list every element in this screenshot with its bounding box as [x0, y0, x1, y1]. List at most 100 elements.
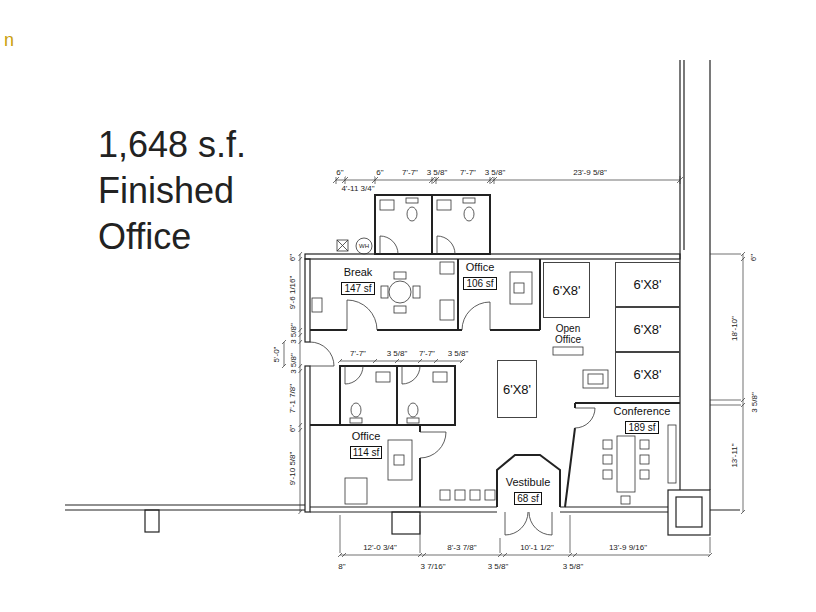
plumbing-fixture [380, 200, 394, 210]
plumbing-fixture [337, 240, 348, 251]
room-name: Conference [614, 405, 671, 417]
plumbing-fixture [407, 207, 417, 221]
dimension-text: 9'-10 5/8" [288, 450, 297, 486]
dimension-text: 4'-11 3/4" [340, 184, 375, 193]
plumbing-fixture [437, 200, 451, 210]
fixture-tag: WH [359, 243, 369, 250]
plumbing-fixture [406, 198, 418, 203]
door-swing [575, 408, 595, 428]
room-tag: Vestibule68 sf [506, 476, 551, 506]
area-name: Open Office [546, 323, 590, 345]
furniture [485, 490, 495, 500]
furniture [588, 374, 603, 384]
furniture [312, 298, 322, 312]
plumbing-fixture [350, 418, 362, 423]
door-swing [347, 300, 377, 330]
exterior-wall [668, 490, 710, 535]
furniture [603, 455, 612, 464]
dimension-text: 10'-1 1/2" [519, 543, 555, 552]
exterior-wall [680, 60, 740, 510]
plan-title: 1,648 s.f. Finished Office [98, 122, 308, 260]
dimension-text: 3 7/16" [419, 562, 446, 571]
workstation-box: 6'X8' [615, 307, 680, 352]
dimension-text: 3 5/8" [288, 322, 297, 345]
furniture [510, 272, 532, 304]
furniture [470, 490, 480, 500]
dimension-line [299, 252, 303, 514]
furniture [621, 496, 630, 504]
room-tag: Office106 sf [463, 261, 496, 291]
interior-wall [340, 366, 455, 425]
door-swing [310, 236, 595, 535]
furniture [514, 283, 524, 293]
dimension-line [741, 252, 745, 514]
furniture [389, 281, 411, 303]
furniture [617, 436, 635, 492]
plumbing-fixture [351, 403, 361, 417]
door-swing [437, 236, 455, 254]
workstation-size: 6'X8' [633, 277, 661, 292]
dimension-text: 8'-3 7/8" [446, 543, 477, 552]
plumbing-fixture [463, 198, 475, 203]
plumbing-fixture [356, 238, 372, 254]
dimension-text: 7'-7" [459, 168, 477, 177]
dimension-line [300, 254, 301, 512]
furniture [394, 306, 406, 313]
furniture [440, 262, 454, 274]
dimension-text: 5'-0" [273, 345, 282, 363]
dimension-text: 9'-6 1/16" [288, 274, 297, 310]
room-area: 114 sf [350, 446, 383, 459]
furniture [640, 455, 649, 464]
dimension-line [338, 553, 712, 557]
workstation-box: 6'X8' [615, 352, 680, 397]
workstation-size: 6'X8' [503, 382, 531, 397]
dimension-text: 6" [335, 168, 344, 177]
furniture [394, 272, 406, 279]
plumbing-fixture [337, 240, 348, 251]
dimension-text: 13'-9 9/16" [608, 543, 648, 552]
room-tag: Conference189 sf [614, 405, 671, 435]
interior-wall [431, 195, 433, 254]
furniture [440, 490, 450, 500]
dimension-text: 3 5/8" [426, 168, 449, 177]
furniture [440, 300, 454, 320]
plumbing-fixture [337, 198, 475, 423]
dimension-text: 7'-1 7/8" [289, 382, 298, 413]
interior-wall [310, 195, 680, 507]
furniture [640, 470, 649, 479]
dimension-line [282, 176, 745, 557]
interior-wall [497, 455, 560, 507]
dimension-line [340, 555, 710, 556]
dimension-line [336, 180, 680, 181]
interior-wall [458, 259, 540, 330]
plumbing-fixture [464, 207, 474, 221]
dimension-text: 7'-7" [418, 349, 436, 358]
door-swing [505, 512, 528, 535]
furniture [640, 440, 649, 449]
dimension-text: 3 5/8" [749, 391, 758, 414]
workstation-box: 6'X8' [615, 262, 680, 307]
furniture [413, 286, 420, 298]
exterior-wall [65, 505, 305, 510]
exterior-wall [65, 60, 740, 535]
workstation-size: 6'X8' [552, 283, 580, 298]
door-swing [402, 366, 420, 384]
dimension-line [282, 340, 286, 368]
exterior-wall [676, 497, 702, 527]
interior-wall [310, 329, 540, 331]
dimension-line [333, 177, 683, 183]
plumbing-fixture [376, 372, 390, 382]
exterior-wall [310, 507, 668, 512]
furniture [455, 490, 465, 500]
dimension-text: 13'-11" [729, 442, 738, 468]
dimension-text: 3 5/8" [487, 562, 510, 571]
dimension-line [340, 361, 462, 362]
exterior-wall [305, 254, 680, 259]
dimension-text: 6" [749, 252, 758, 261]
room-tag: Break147 sf [341, 266, 374, 296]
dimension-text: 18'-10" [729, 315, 738, 342]
door-swing [345, 366, 363, 384]
room-area: 68 sf [514, 492, 542, 505]
